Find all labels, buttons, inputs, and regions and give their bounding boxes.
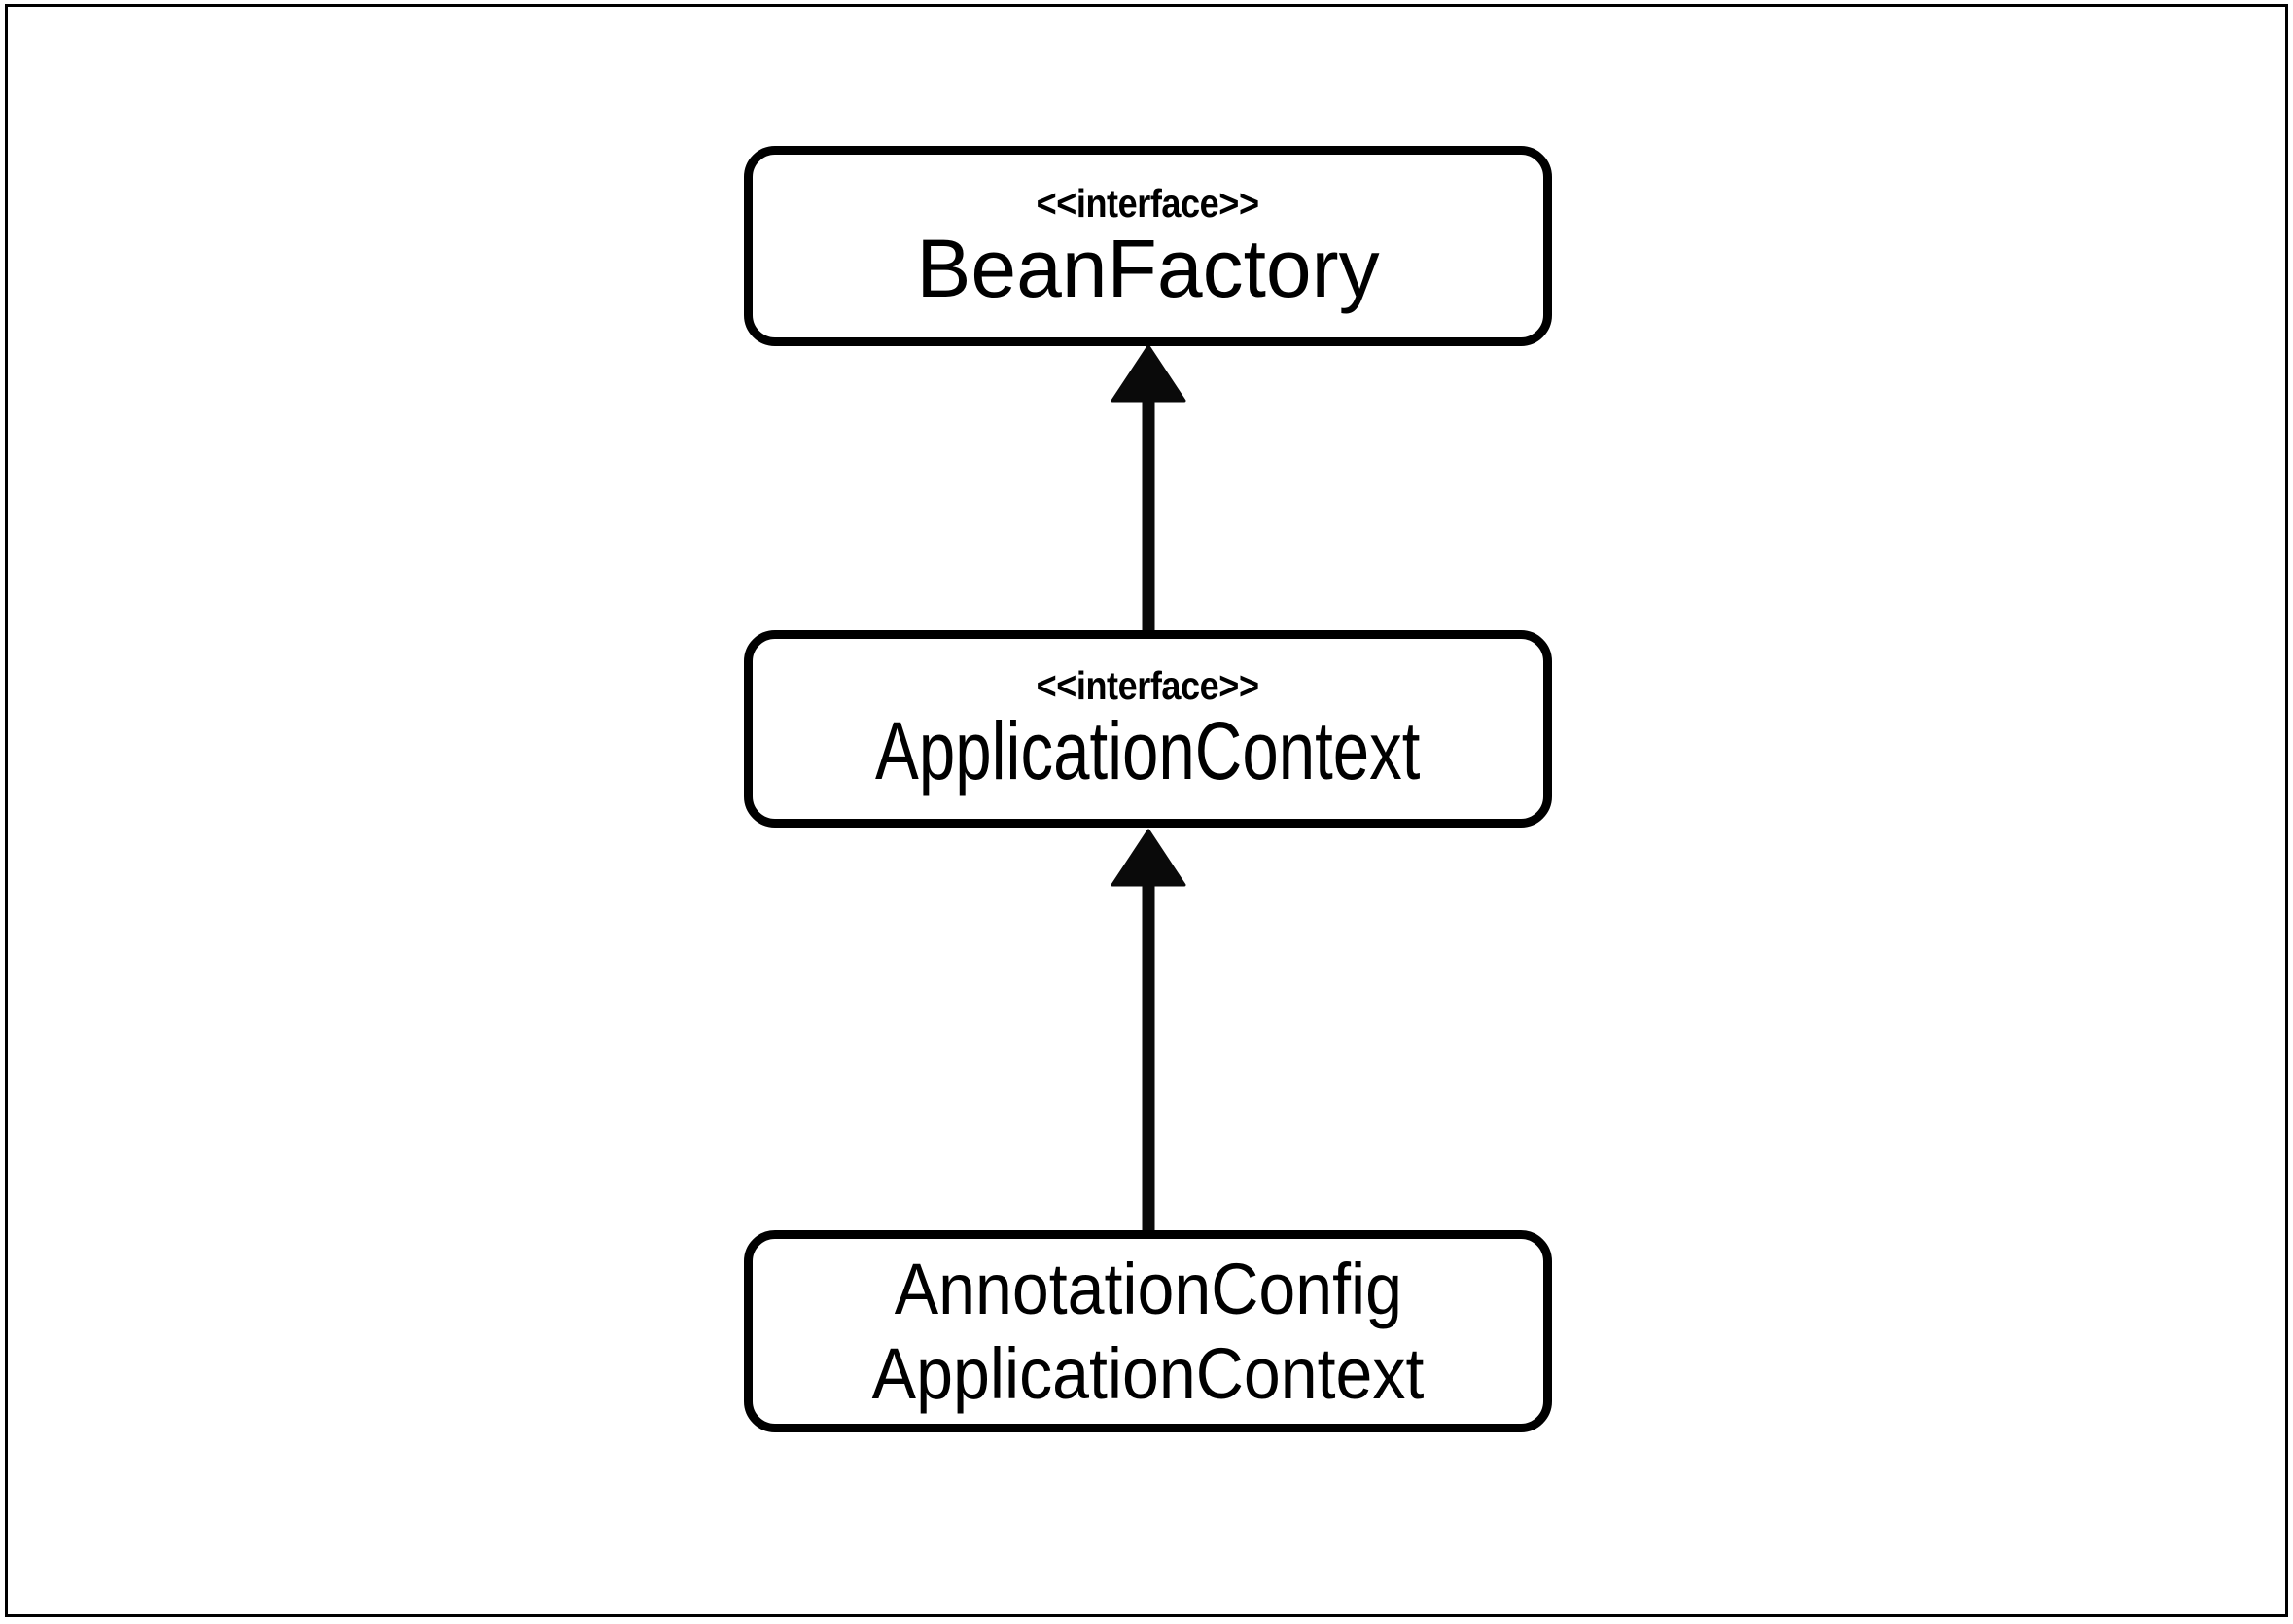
class-name-label-line1: AnnotationConfig xyxy=(894,1248,1402,1329)
class-name-label: BeanFactory xyxy=(916,222,1380,314)
arrowhead-filled-triangle xyxy=(1111,829,1186,887)
stereotype-label: <<interface>> xyxy=(1037,180,1259,226)
uml-class-box-beanfactory[interactable]: <<interface>> BeanFactory xyxy=(744,146,1552,346)
arrowhead-filled-triangle xyxy=(1111,344,1186,403)
uml-class-box-annotationconfigapplicationcontext[interactable]: AnnotationConfig ApplicationContext xyxy=(744,1230,1552,1432)
class-name-label: ApplicationContext xyxy=(875,705,1421,796)
class-name-label-line2: ApplicationContext xyxy=(871,1333,1425,1414)
stereotype-label: <<interface>> xyxy=(1037,663,1259,708)
uml-class-box-applicationcontext[interactable]: <<interface>> ApplicationContext xyxy=(744,630,1552,828)
page-border xyxy=(5,4,2288,1617)
